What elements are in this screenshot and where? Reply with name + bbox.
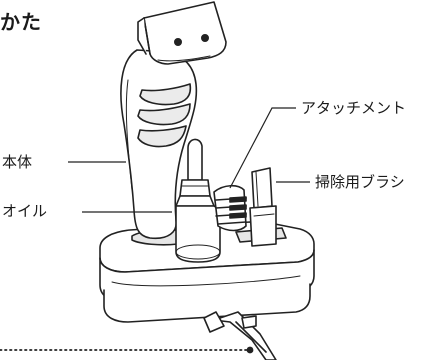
- attachments: [213, 184, 247, 232]
- trimmer-head: [137, 1, 227, 65]
- attachment-leader-line: [229, 107, 296, 189]
- leader-lines: [68, 107, 310, 213]
- oil-bottle: [175, 138, 221, 263]
- cleaning-brush: [249, 167, 277, 247]
- trimmer-body: [120, 49, 198, 240]
- label-body: 本体: [2, 153, 33, 171]
- section-heading: かた: [0, 10, 42, 34]
- label-cleaning-brush: 掃除用ブラシ: [315, 173, 405, 191]
- label-oil: オイル: [2, 202, 48, 220]
- divider-end-dot: [246, 346, 254, 354]
- label-attachment: アタッチメント: [301, 99, 407, 117]
- power-cord: [203, 311, 277, 360]
